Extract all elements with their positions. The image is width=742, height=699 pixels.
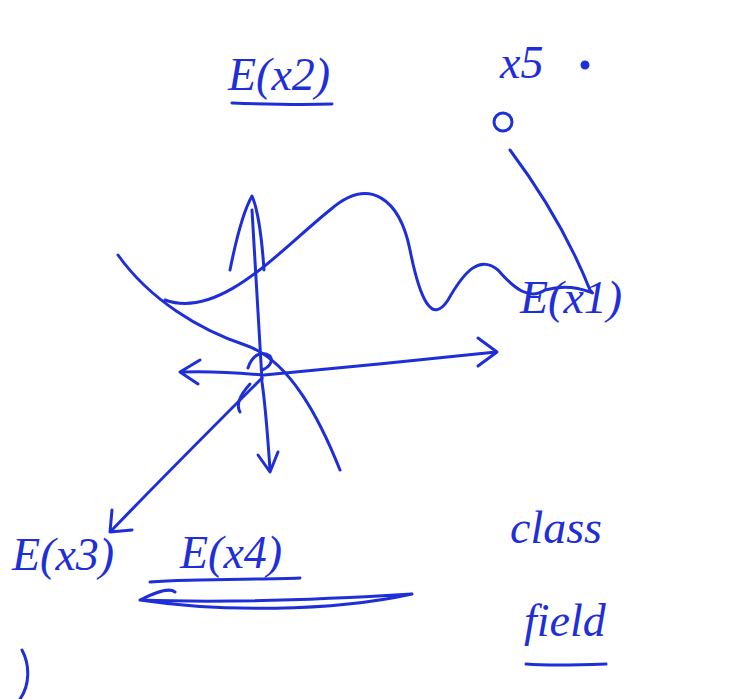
field-swirl bbox=[238, 384, 250, 412]
axis-arrow bbox=[258, 382, 278, 472]
underline bbox=[140, 590, 412, 608]
underline bbox=[526, 664, 606, 665]
point-label: x5 bbox=[500, 40, 543, 86]
underline bbox=[232, 103, 332, 104]
axis-arrow bbox=[110, 378, 262, 532]
underline bbox=[150, 578, 300, 582]
point-dot bbox=[582, 62, 588, 68]
axis-label: E(x4) bbox=[180, 530, 282, 576]
axis-arrow bbox=[264, 338, 497, 375]
point-marker bbox=[494, 113, 512, 131]
stray-stroke bbox=[20, 650, 28, 699]
note-text: field bbox=[524, 598, 606, 644]
axis-label: E(x3) bbox=[12, 532, 114, 578]
note-text: class bbox=[510, 505, 602, 551]
axis-label: E(x1) bbox=[520, 275, 622, 321]
axis-label: E(x2) bbox=[228, 52, 330, 98]
field-curve bbox=[118, 255, 340, 470]
